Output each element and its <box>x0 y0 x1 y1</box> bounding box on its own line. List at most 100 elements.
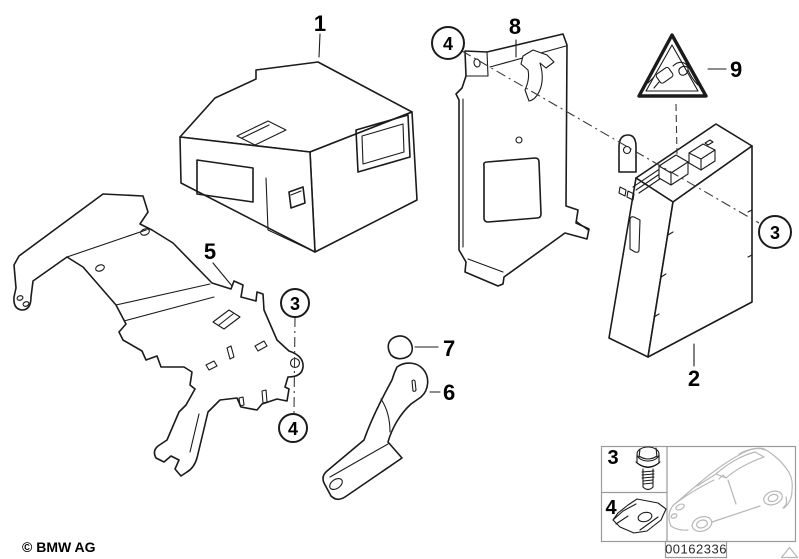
car-hood-line <box>675 479 715 504</box>
ear-screw-hole <box>622 145 632 155</box>
car-rear <box>782 496 788 509</box>
foot-hole <box>329 477 343 491</box>
detail-line <box>218 313 234 326</box>
callout-circle[interactable] <box>278 413 308 443</box>
callout-3-middle[interactable]: 3 <box>280 288 310 318</box>
image-number: 00162336 <box>665 542 727 557</box>
top-recess <box>236 120 287 146</box>
fold-line <box>123 296 215 322</box>
flange-hole <box>16 295 24 301</box>
support-bracket-drawing <box>322 362 429 501</box>
fold-line <box>66 229 147 258</box>
foot-fold <box>575 220 589 231</box>
side-slot <box>629 216 641 253</box>
callout-circle[interactable] <box>758 215 792 249</box>
triangle-module-link-line <box>675 103 678 155</box>
callout-4-middle[interactable]: 4 <box>278 413 308 443</box>
vent-mark <box>626 190 635 201</box>
part-1-leader-line <box>318 33 321 58</box>
clip-hole <box>637 511 653 523</box>
fold-line <box>115 283 211 306</box>
detail-line <box>241 124 270 139</box>
fold-line <box>189 413 200 453</box>
label-recess <box>196 159 254 203</box>
tab <box>254 340 268 352</box>
plug-body <box>655 66 674 84</box>
fastener-4-3-alignment-line <box>461 50 760 224</box>
bracket-hole <box>95 264 105 272</box>
part-8-label[interactable]: 8 <box>509 14 521 39</box>
cutout <box>212 309 241 330</box>
car-front-wheel-hub <box>696 519 708 529</box>
flange-line <box>465 51 489 77</box>
clip-fold-lines <box>612 503 659 531</box>
callout-number: 4 <box>288 419 298 439</box>
plug-prongs <box>647 76 660 89</box>
flange-hole <box>473 58 481 68</box>
vent-mark <box>618 186 627 197</box>
legend-3-label[interactable]: 3 <box>607 447 618 469</box>
bezel-edge-line <box>265 177 316 253</box>
slot <box>226 345 235 360</box>
image-number-plate: 00162336 <box>664 540 728 559</box>
part-1-label[interactable]: 1 <box>314 11 326 36</box>
callout-number: 3 <box>770 223 780 243</box>
spring-clip <box>520 49 555 102</box>
small-hole <box>515 136 523 144</box>
hex-bolt-icon <box>635 446 661 491</box>
bracket-hole <box>140 228 150 236</box>
head-slot <box>411 379 417 392</box>
bracket-outline <box>13 193 304 477</box>
car-grille <box>670 513 678 519</box>
foot-fold <box>467 258 504 273</box>
bolt-washer <box>635 461 661 469</box>
callout-4-top[interactable]: 4 <box>431 26 465 60</box>
part-7-label[interactable]: 7 <box>443 336 455 361</box>
car-door-line <box>727 479 737 505</box>
holder-outline <box>455 33 590 287</box>
mounting-bracket-drawing <box>13 193 304 477</box>
cap-drawing <box>387 335 414 360</box>
car-greenhouse <box>715 451 765 479</box>
window-cutout <box>483 157 542 223</box>
part-5-leader-line <box>212 262 233 287</box>
bracket-outline <box>322 362 429 501</box>
slot <box>238 396 245 407</box>
part-2-label[interactable]: 2 <box>688 366 700 391</box>
car-roof-line <box>738 448 766 455</box>
callout-3-right[interactable]: 3 <box>758 215 792 249</box>
control-module-drawing <box>608 123 753 358</box>
cd-changer-drawing <box>179 61 418 253</box>
part-9-label[interactable]: 9 <box>730 57 742 82</box>
car-front-wheel <box>691 516 713 532</box>
car-bumper <box>670 525 689 531</box>
cap-base <box>390 354 408 360</box>
bolt-head-facets <box>638 447 658 460</box>
detail-line <box>290 190 302 196</box>
copyright-text: © BMW AG <box>22 539 96 555</box>
crease-line <box>380 398 391 433</box>
part-6-label[interactable]: 6 <box>443 380 455 405</box>
legend-4-label[interactable]: 4 <box>605 497 617 519</box>
callout-number: 4 <box>443 34 453 54</box>
cd-slot-recess <box>355 114 411 173</box>
legend-table: 3 4 <box>600 445 797 543</box>
car-sill <box>711 505 761 523</box>
plate-border <box>664 540 728 559</box>
edge-tick <box>653 209 753 318</box>
holder-plate-drawing <box>455 33 590 287</box>
callout-circle[interactable] <box>431 26 465 60</box>
connector-block <box>688 143 716 171</box>
callout-number: 3 <box>290 294 300 314</box>
car-a-pillar <box>696 473 717 487</box>
cd-slot-opening <box>361 123 405 165</box>
callout-circle[interactable] <box>280 288 310 318</box>
sheet-metal-clip-icon <box>612 498 667 534</box>
car-rear-wheel <box>763 490 783 506</box>
part-5-label[interactable]: 5 <box>204 239 216 264</box>
fastener-3-4-alignment-line <box>293 316 296 414</box>
car-silhouette-icon <box>668 447 793 532</box>
car-rear-wheel-hub <box>767 493 779 503</box>
